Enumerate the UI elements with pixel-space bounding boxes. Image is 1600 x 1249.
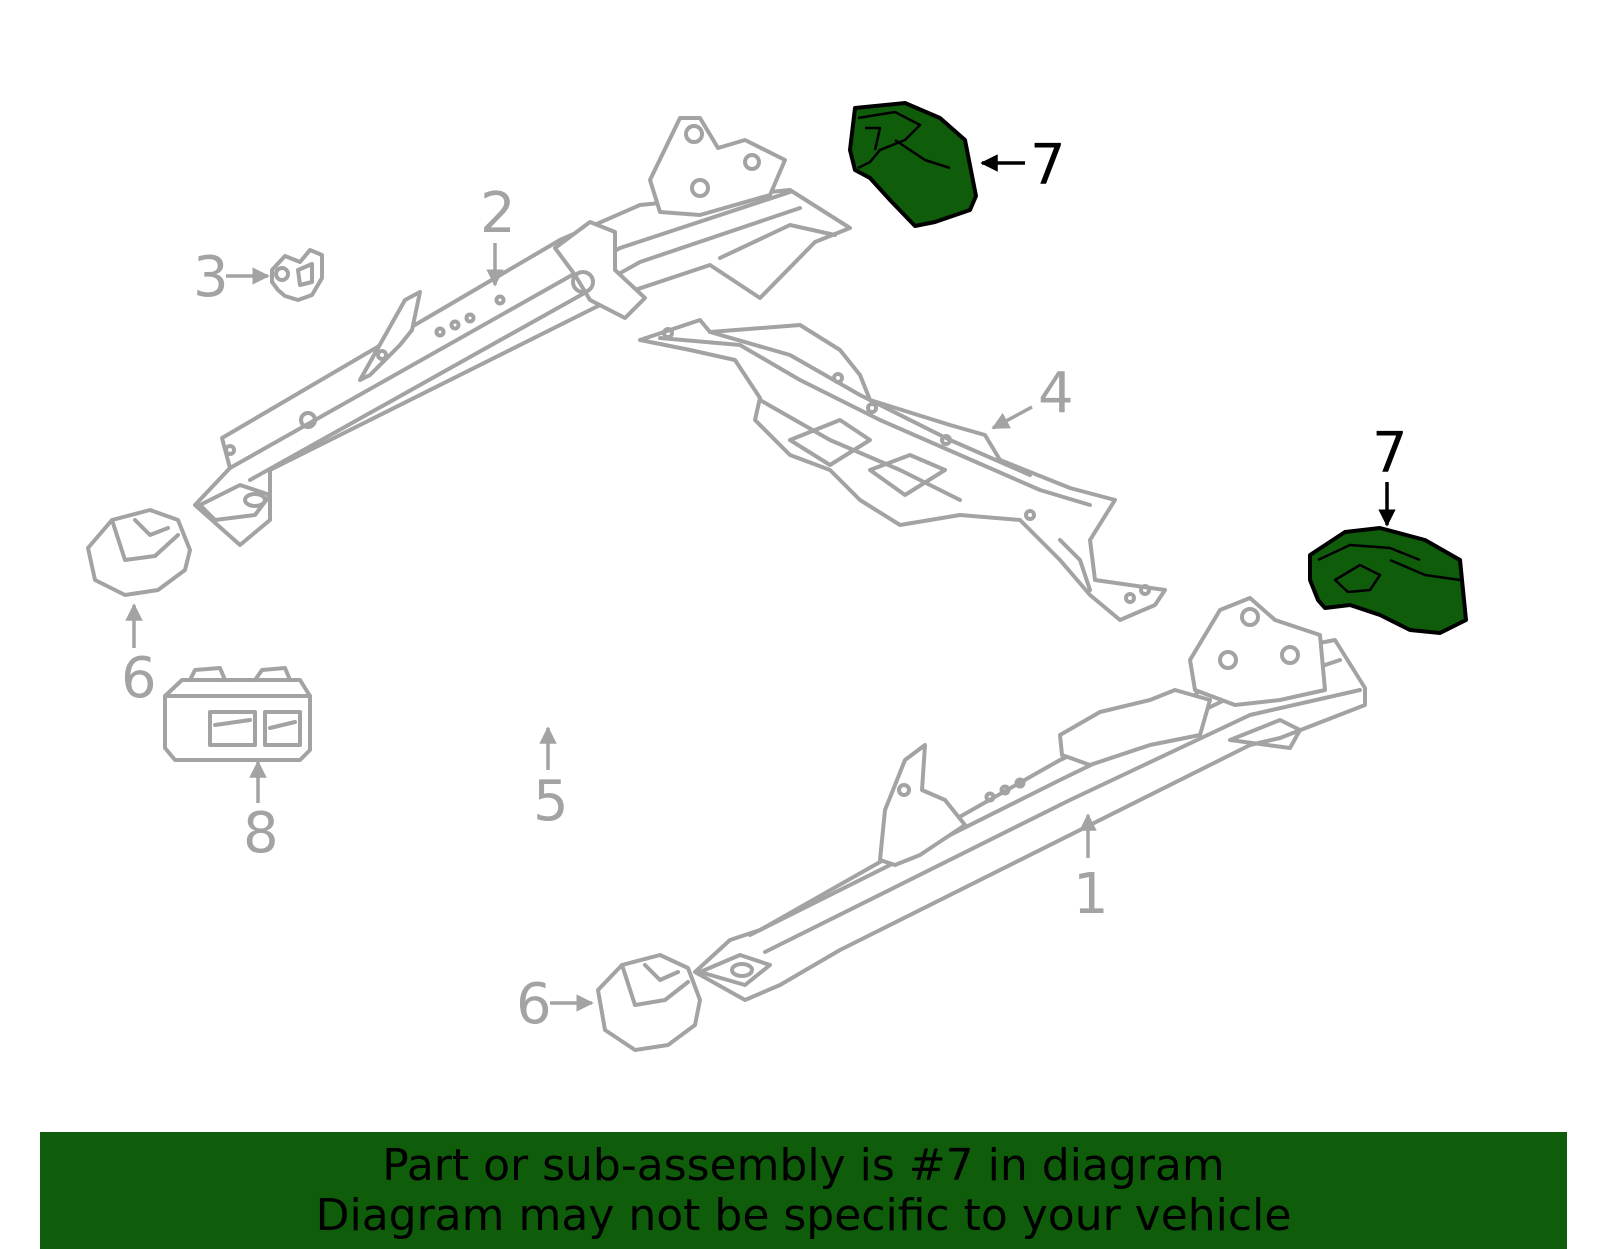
seat-track-lower-part-1[interactable]: [693, 596, 1367, 1002]
end-cover-part-6-bottom[interactable]: [596, 953, 702, 1052]
banner-line-part: Part or sub-assembly is #7 in diagram: [382, 1139, 1225, 1191]
callout-part-8: 8: [243, 801, 279, 866]
callout-part-2: 2: [480, 181, 516, 246]
callout-part-7-right: 7: [1372, 421, 1408, 486]
callout-part-7-top: 7: [1030, 133, 1066, 198]
banner-line-disclaimer: Diagram may not be specific to your vehi…: [315, 1189, 1292, 1241]
cable-part-5[interactable]: [368, 385, 1012, 723]
callout-part-6-bottom: 6: [516, 972, 552, 1037]
leader-part-4: [991, 405, 1033, 430]
info-banner: Part or sub-assembly is #7 in diagram Di…: [40, 1132, 1567, 1249]
cover-part-7-right[interactable]: [1308, 526, 1468, 635]
cross-member-part-4[interactable]: [638, 318, 1167, 622]
connector-part-8[interactable]: [163, 666, 312, 762]
callout-part-5: 5: [533, 769, 569, 834]
cover-part-7-top[interactable]: [848, 101, 978, 228]
seat-track-upper-part-2[interactable]: [193, 116, 852, 547]
end-cover-part-6-left[interactable]: [86, 508, 192, 597]
callout-part-4: 4: [1038, 361, 1074, 426]
callout-part-1: 1: [1073, 862, 1109, 927]
callout-part-6-left: 6: [121, 646, 157, 711]
callout-part-3: 3: [193, 245, 229, 310]
clip-part-3[interactable]: [270, 248, 324, 302]
